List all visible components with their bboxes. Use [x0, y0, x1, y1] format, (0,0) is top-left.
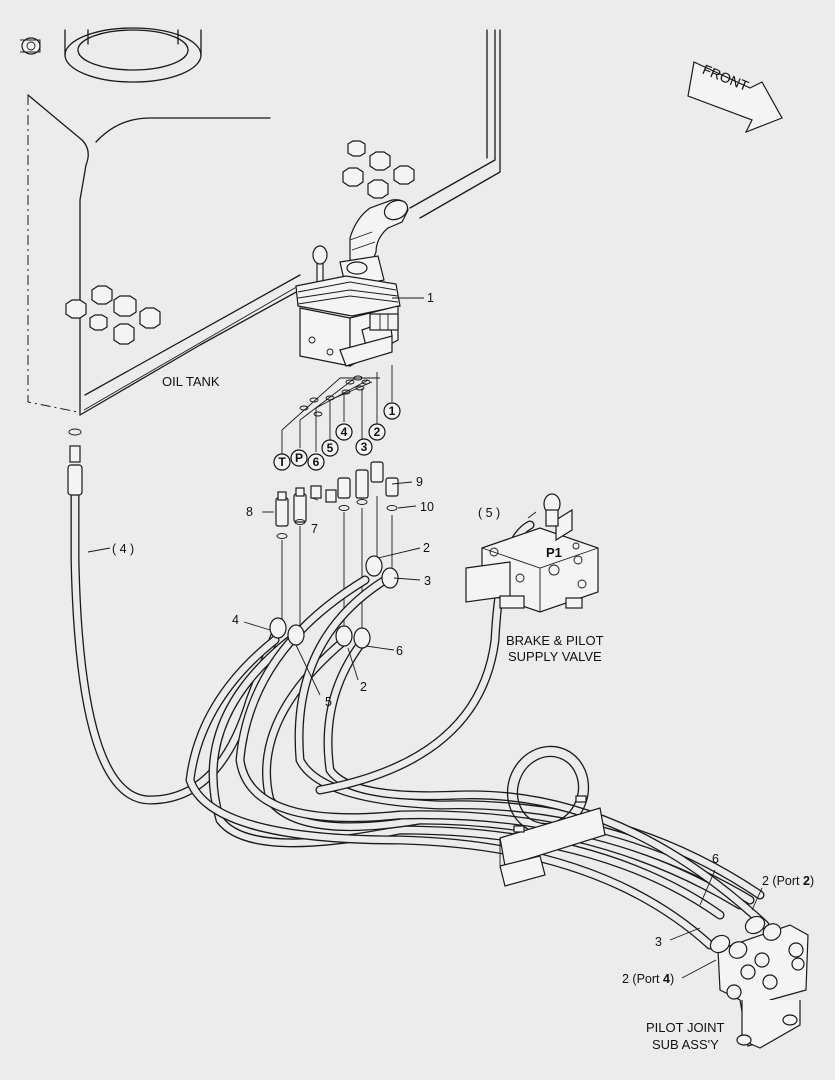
svg-text:3: 3	[361, 440, 368, 454]
callout-2-upper: 2	[423, 541, 430, 555]
hose-end-fittings	[67, 428, 399, 649]
port-4-callout: 2 (Port 4)	[622, 972, 674, 986]
svg-text:5: 5	[327, 441, 334, 455]
port-2-close: )	[810, 874, 814, 888]
exploded-lines	[281, 365, 393, 632]
svg-text:1: 1	[389, 404, 396, 418]
hoses	[70, 475, 770, 950]
tank-bolts-left	[65, 285, 161, 345]
callout-5: 5	[325, 695, 332, 709]
port-marker-2: 2	[368, 423, 386, 441]
svg-text:4: 4	[341, 425, 348, 439]
callout-6-lower: 6	[712, 852, 719, 866]
port-2-number: 2	[803, 874, 810, 888]
callout-4: 4	[232, 613, 239, 627]
callout-2-lower: 2	[360, 680, 367, 694]
port-marker-4: 4	[335, 423, 353, 441]
callout-3-upper: 3	[424, 574, 431, 588]
port-4-number: 4	[663, 972, 670, 986]
pilot-joint-fittings	[709, 915, 805, 1000]
port-2-prefix: 2 (Port	[762, 874, 803, 888]
pilot-joint	[709, 915, 809, 1049]
port-marker-T: T	[273, 453, 291, 471]
leader-lines	[87, 297, 763, 979]
callout-1: 1	[427, 291, 434, 305]
port-4-prefix: 2 (Port	[622, 972, 663, 986]
svg-text:P: P	[295, 451, 303, 465]
brake-valve-label-line1: BRAKE & PILOT	[506, 633, 604, 648]
brake-valve-label-line2: SUPPLY VALVE	[508, 649, 602, 664]
hose-clamp	[499, 745, 606, 887]
callout-6-upper: 6	[396, 644, 403, 658]
port-fittings	[275, 461, 399, 539]
pilot-control-valve	[295, 199, 409, 368]
callout-3-lower: 3	[655, 935, 662, 949]
svg-text:2: 2	[374, 425, 381, 439]
svg-text:6: 6	[313, 455, 320, 469]
svg-text:T: T	[278, 455, 286, 469]
oil-tank-label: OIL TANK	[162, 374, 220, 389]
port-marker-5: 5	[321, 439, 339, 457]
front-arrow	[687, 61, 783, 134]
oil-tank	[20, 27, 501, 416]
port-4-close: )	[670, 972, 674, 986]
port-marker-6: 6	[307, 453, 325, 471]
pilot-joint-label-line1: PILOT JOINT	[646, 1020, 725, 1035]
hose-5-label: ( 5 )	[478, 506, 500, 520]
pilot-joint-label-line2: SUB ASS'Y	[652, 1037, 719, 1052]
port-2-callout: 2 (Port 2)	[762, 874, 814, 888]
port-marker-P: P	[290, 449, 308, 467]
p1-label: P1	[546, 545, 562, 560]
port-marker-3: 3	[355, 438, 373, 456]
tank-bolts-right	[342, 140, 415, 199]
callout-7: 7	[311, 522, 318, 536]
callout-8: 8	[246, 505, 253, 519]
brake-pilot-valve	[465, 493, 599, 613]
hose-4-label: ( 4 )	[112, 542, 134, 556]
callout-10: 10	[420, 500, 434, 514]
port-marker-1: 1	[383, 402, 401, 420]
callout-9: 9	[416, 475, 423, 489]
